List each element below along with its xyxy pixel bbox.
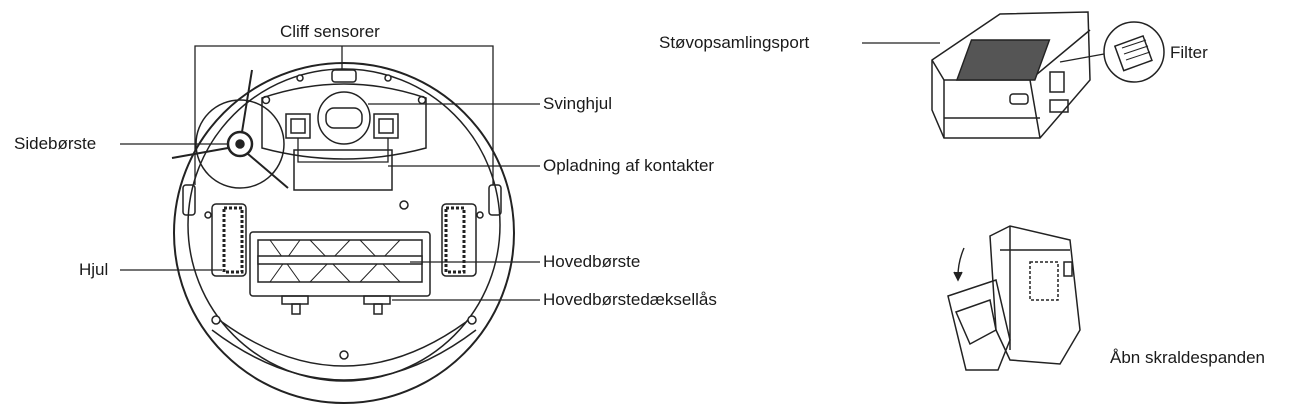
label-wheel: Hjul [79,260,109,279]
label-main-brush-cover-lock: Hovedbørstedæksellås [543,290,717,309]
drive-wheel-right [441,203,477,277]
filter-callout [1059,21,1165,83]
main-brush-cover-locks [281,295,391,315]
dustbin-open-view [947,225,1081,371]
label-swivel-wheel: Svinghjul [543,94,612,113]
label-charging-contacts: Opladning af kontakter [543,156,715,175]
main-brush [249,231,431,297]
label-main-brush: Hovedbørste [543,252,641,271]
charging-contact-right [373,113,399,139]
cliff-sensor-top [331,69,357,83]
charging-contact-left [285,113,311,139]
swivel-wheel [317,91,371,145]
robot-underside [171,62,515,404]
label-filter: Filter [1170,43,1208,62]
label-open-dustbin: Åbn skraldespanden [1110,348,1266,367]
leader-lines [120,45,540,301]
label-dust-collection-port: Støvopsamlingsport [659,33,810,52]
drive-wheel-left [211,203,247,277]
cliff-sensor-right [488,184,502,216]
cliff-sensor-left [182,184,196,216]
label-cliff-sensors: Cliff sensorer [280,22,380,41]
label-side-brush: Sidebørste [14,134,97,153]
dustbin-top-view [931,11,1091,139]
